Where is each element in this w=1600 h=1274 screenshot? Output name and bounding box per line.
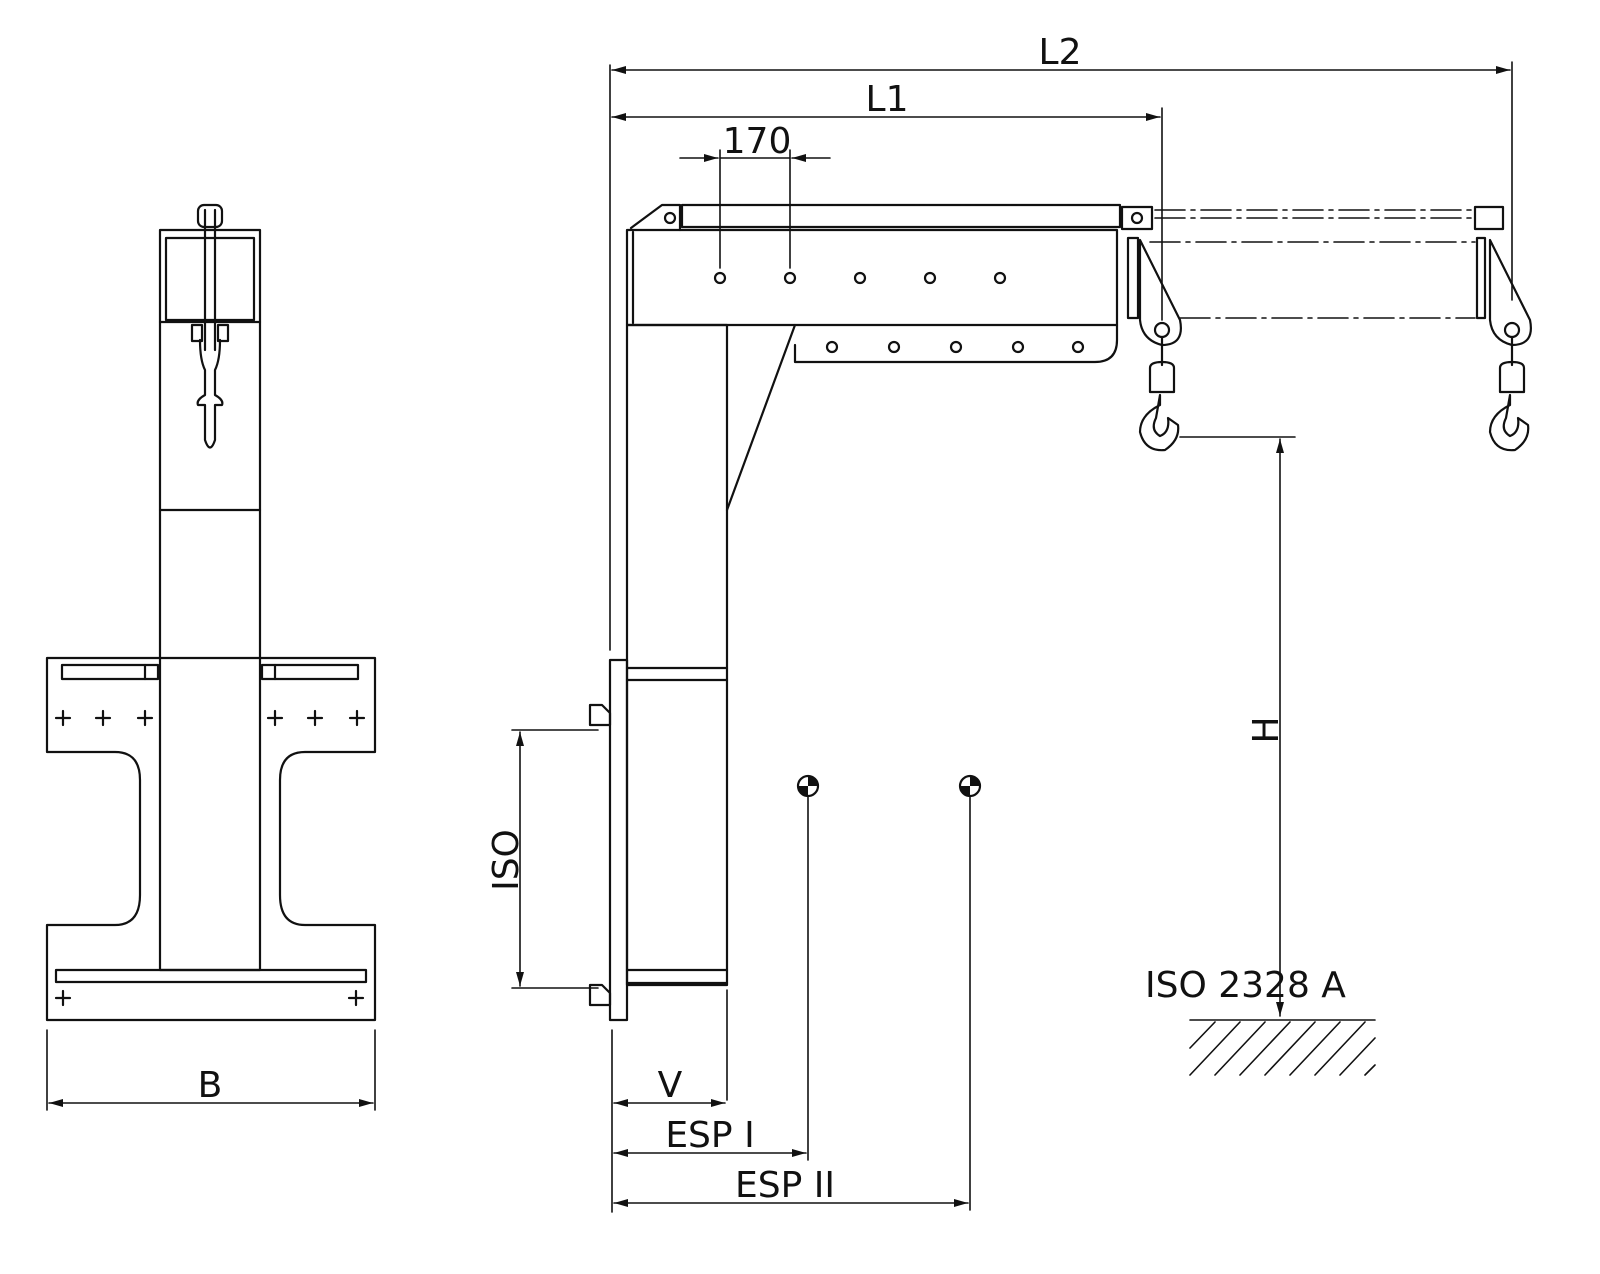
boom: [625, 228, 1119, 327]
bolt-marks: [54, 709, 366, 1007]
side-view: L2 L1 170 H ISO 2328 A ISO: [486, 32, 1532, 1213]
mast: [625, 323, 729, 987]
center-of-gravity-2-icon: [958, 774, 982, 1211]
boom-holes: [713, 271, 1085, 354]
mount-studs: [588, 703, 612, 1007]
extension-boom: [1126, 205, 1505, 320]
slot-left: [60, 663, 160, 681]
bottom-plate: [54, 968, 368, 984]
label-170: 170: [723, 121, 792, 162]
center-of-gravity-1-icon: [796, 774, 820, 1161]
label-esp-2: ESP II: [735, 1165, 835, 1206]
hydraulic-cylinder: [629, 203, 1154, 232]
mount-plate: [608, 658, 629, 1022]
label-iso: ISO: [486, 829, 527, 891]
front-view: B: [45, 203, 377, 1111]
label-b: B: [198, 1065, 223, 1106]
ground-hatch: [1189, 1019, 1376, 1076]
label-h: H: [1246, 716, 1287, 743]
boom-section: [164, 236, 256, 322]
boom-brace: [725, 323, 1119, 512]
hook-front-icon: [190, 203, 230, 449]
hook-1-icon: [1138, 238, 1182, 452]
slot-right: [260, 663, 360, 681]
label-l1: L1: [866, 79, 909, 120]
label-iso-2328a: ISO 2328 A: [1145, 965, 1346, 1006]
base-plate: [45, 656, 377, 1022]
label-esp-1: ESP I: [665, 1115, 754, 1156]
hook-2-icon: [1488, 238, 1532, 452]
label-l2: L2: [1039, 32, 1082, 73]
mast-column: [158, 228, 262, 972]
label-v: V: [658, 1065, 683, 1106]
